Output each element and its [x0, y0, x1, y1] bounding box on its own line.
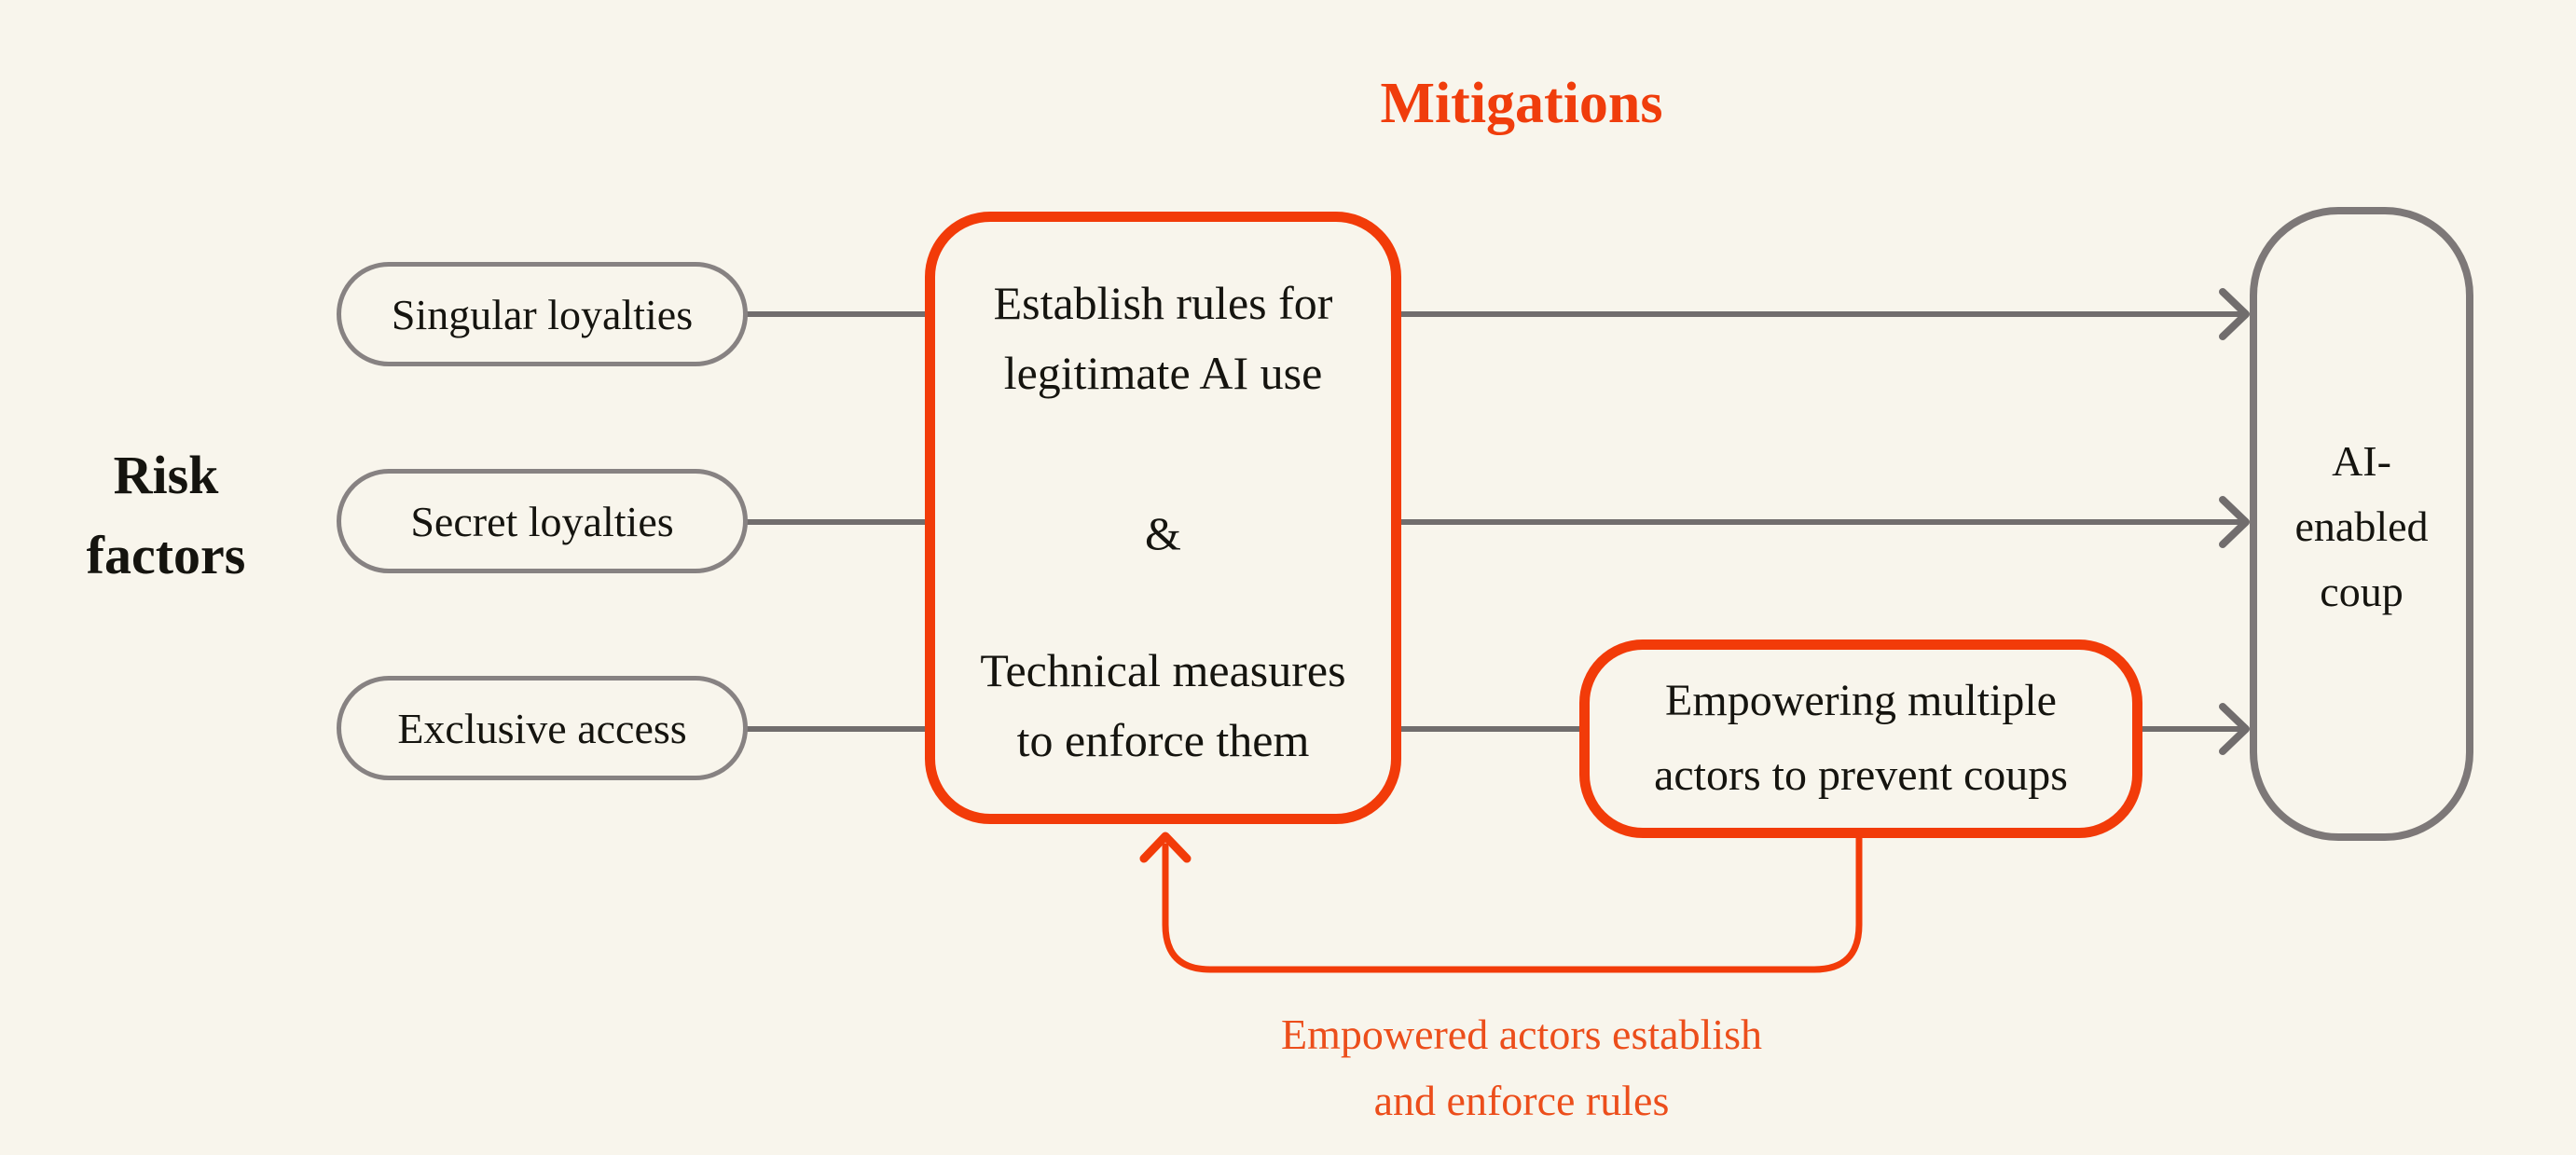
- mitigation-rules-line1: Establish rules for: [993, 277, 1333, 329]
- feedback-arrowhead-icon: [1139, 832, 1192, 863]
- arrowhead-icon: [2219, 288, 2250, 340]
- arrowhead-icon: [2219, 496, 2250, 548]
- node-singular-loyalties-label: Singular loyalties: [391, 290, 694, 338]
- ai-enabled-coup-line2: enabled: [2294, 502, 2429, 550]
- mitigation-ampersand: &: [1145, 507, 1181, 559]
- node-mitigation-rules: [925, 212, 1401, 824]
- empowering-actors-line2: actors to prevent coups: [1654, 750, 2068, 800]
- mitigation-technical-text: Technical measures to enforce them: [925, 636, 1401, 776]
- feedback-caption-line2: and enforce rules: [1373, 1077, 1670, 1124]
- node-secret-loyalties-label: Secret loyalties: [410, 497, 674, 545]
- mitigation-technical-line1: Technical measures: [980, 644, 1346, 696]
- feedback-loop-connector: [1162, 814, 1863, 973]
- risk-factors-label-line2: factors: [86, 525, 246, 585]
- node-exclusive-access: Exclusive access: [337, 676, 748, 780]
- mitigations-title: Mitigations: [1380, 72, 1663, 135]
- ai-enabled-coup-line1: AI-: [2332, 437, 2391, 485]
- empowering-actors-text: Empowering multiple actors to prevent co…: [1579, 664, 2142, 813]
- risk-factors-label: Risk factors: [26, 435, 306, 596]
- mitigation-rules-text: Establish rules for legitimate AI use: [925, 268, 1401, 408]
- node-ai-enabled-coup: [2250, 207, 2473, 841]
- node-secret-loyalties: Secret loyalties: [337, 469, 748, 573]
- ai-enabled-coup-text: AI- enabled coup: [2250, 429, 2473, 625]
- arrowhead-icon: [2219, 703, 2250, 755]
- risk-factors-label-line1: Risk: [113, 445, 219, 505]
- mitigation-rules-line2: legitimate AI use: [1003, 347, 1323, 399]
- node-singular-loyalties: Singular loyalties: [337, 262, 748, 366]
- feedback-caption: Empowered actors establish and enforce r…: [1195, 1001, 1848, 1134]
- mitigation-technical-line2: to enforce them: [1016, 714, 1310, 766]
- ai-enabled-coup-line3: coup: [2320, 568, 2404, 615]
- empowering-actors-line1: Empowering multiple: [1665, 676, 2057, 725]
- feedback-caption-line1: Empowered actors establish: [1280, 1011, 1763, 1058]
- node-empowering-actors: [1579, 639, 2142, 838]
- node-exclusive-access-label: Exclusive access: [397, 704, 687, 752]
